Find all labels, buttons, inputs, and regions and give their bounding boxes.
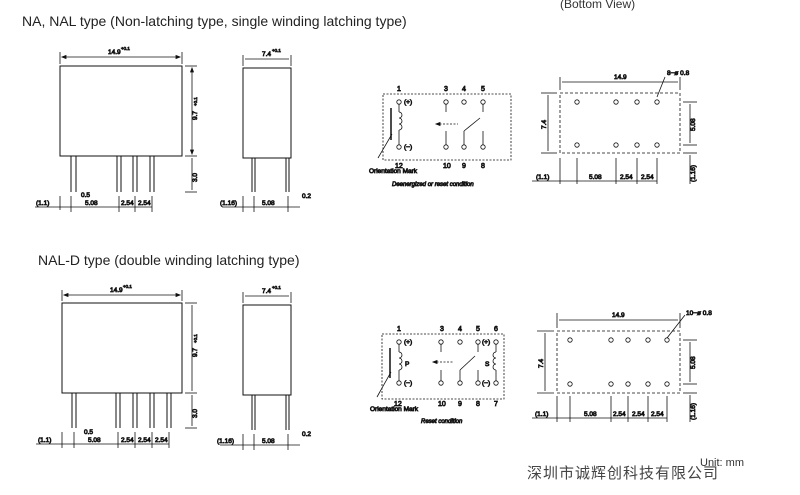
front-pitch-b-bot: 2.54 bbox=[121, 437, 134, 444]
front-view-top: 14.9 +0.1 9.7 +0.1 3.0 (1.1) 0.5 5.08 2.… bbox=[35, 46, 199, 212]
side-pint-bot: 0.2 bbox=[302, 431, 311, 438]
bottom-view-label: (Bottom View) bbox=[560, 0, 636, 11]
pin2-top-4: 4 bbox=[458, 326, 462, 333]
bv-spacing-bot: 5.08 bbox=[690, 356, 697, 369]
schematic-top: 1 3 4 5 12 10 9 8 (+) (−) Orientation Ma… bbox=[369, 86, 512, 188]
minus-left-bot: (−) bbox=[404, 380, 412, 387]
side-offset-bot: (1.16) bbox=[217, 438, 234, 445]
bv-pitch-a-bot: 5.08 bbox=[584, 411, 597, 418]
side-width-top: 7.4 bbox=[262, 51, 271, 58]
bv-pitch-c-top: 2.54 bbox=[641, 174, 654, 181]
caption-bot: Reset condition bbox=[421, 419, 463, 425]
plus-right-bot: (+) bbox=[482, 339, 490, 346]
minus-right-bot: (−) bbox=[482, 380, 490, 387]
orientation-mark-top: Orientation Mark bbox=[369, 168, 418, 175]
side-pint-top: 0.2 bbox=[302, 193, 311, 200]
side-offset-top: (1.16) bbox=[220, 200, 237, 207]
pin2-top-6: 6 bbox=[494, 326, 498, 333]
side-width-tol-bot: +0.1 bbox=[272, 285, 281, 290]
side-view-bottom: 7.4 +0.1 (1.16) 5.08 0.2 bbox=[217, 285, 312, 450]
pin2-bot-8: 8 bbox=[476, 401, 480, 408]
bv-height-top: 7.4 bbox=[541, 120, 548, 129]
bv-width-bot: 14.9 bbox=[612, 312, 625, 319]
bv-height-bot: 7.4 bbox=[538, 359, 545, 368]
title-top: NA, NAL type (Non-latching type, single … bbox=[22, 13, 407, 29]
pin2-bot-9: 9 bbox=[458, 401, 462, 408]
front-offset-top: (1.1) bbox=[36, 200, 49, 207]
bottom-view-bottom: 14.9 10−ø 0.8 7.4 5.08 (1.1) 5.08 2.54 2… bbox=[532, 310, 713, 422]
front-height-tol-top: +0.1 bbox=[193, 97, 198, 106]
pin2-bot-7: 7 bbox=[494, 401, 498, 408]
pin2-top-5: 5 bbox=[476, 326, 480, 333]
bv-pitch-b-bot: 2.54 bbox=[613, 411, 626, 418]
side-width-bot: 7.4 bbox=[262, 288, 271, 295]
pin2-bot-12: 12 bbox=[394, 401, 402, 408]
bv-pitch-c-bot: 2.54 bbox=[632, 411, 645, 418]
front-width-tol-top: +0.1 bbox=[121, 46, 130, 51]
bv-pitch-d-bot: 2.54 bbox=[651, 411, 664, 418]
pin-bot-12: 12 bbox=[395, 163, 403, 170]
front-width-top: 14.9 bbox=[108, 49, 121, 56]
front-height-top: 9.7 bbox=[192, 111, 199, 120]
pin-bot-10: 10 bbox=[443, 163, 451, 170]
front-pinlen-bot: 3.0 bbox=[192, 409, 199, 418]
bv-pitch-a-top: 5.08 bbox=[589, 174, 602, 181]
coil-p-bot: P bbox=[405, 361, 409, 368]
front-view-bottom: 14.9 +0.1 9.7 +0.1 3.0 (1.1) 0.5 5.08 2.… bbox=[36, 284, 199, 448]
front-pinlen-top: 3.0 bbox=[192, 173, 199, 182]
front-pinw-bot: 0.5 bbox=[84, 429, 93, 436]
plus-left-bot: (+) bbox=[404, 339, 412, 346]
orientation-mark-bot: Orientation Mark bbox=[370, 406, 419, 413]
watermark-text: 深圳市诚辉创科技有限公司 bbox=[527, 464, 720, 482]
pin2-top-3: 3 bbox=[440, 326, 444, 333]
front-height-tol-bot: +0.1 bbox=[193, 334, 198, 343]
unit-label: Unit: mm bbox=[700, 457, 744, 469]
front-height-bot: 9.7 bbox=[192, 348, 199, 357]
schematic-bottom: 1 3 4 5 6 12 10 9 8 7 (+) (−) (+) (−) P … bbox=[370, 326, 505, 425]
side-pitch-bot: 5.08 bbox=[262, 438, 275, 445]
pin-top-5: 5 bbox=[481, 86, 485, 93]
front-pitch-a-top: 5.08 bbox=[85, 200, 98, 207]
bv-holes-top: 8−ø 0.8 bbox=[667, 70, 690, 77]
bv-pitch-b-top: 2.54 bbox=[620, 174, 633, 181]
front-pitch-c-top: 2.54 bbox=[138, 200, 151, 207]
side-view-top: 7.4 +0.1 (1.16) 5.08 0.2 bbox=[220, 48, 312, 212]
front-width-bot: 14.9 bbox=[110, 287, 123, 294]
bv-spacing-top: 5.08 bbox=[690, 118, 697, 131]
side-pitch-top: 5.08 bbox=[262, 200, 275, 207]
title-bottom: NAL-D type (double winding latching type… bbox=[38, 252, 300, 268]
minus-top: (−) bbox=[404, 144, 412, 151]
front-pinw-top: 0.5 bbox=[81, 192, 90, 199]
coil-s-bot: S bbox=[485, 361, 490, 368]
front-pitch-a-bot: 5.08 bbox=[88, 437, 101, 444]
bv-width-top: 14.9 bbox=[614, 74, 627, 81]
bv-offset-bot: (1.1) bbox=[535, 411, 548, 418]
front-offset-bot: (1.1) bbox=[38, 437, 51, 444]
pin-bot-8: 8 bbox=[481, 163, 485, 170]
pin-bot-9: 9 bbox=[462, 163, 466, 170]
front-pitch-d-bot: 2.54 bbox=[155, 437, 168, 444]
pin-top-4: 4 bbox=[462, 86, 466, 93]
caption-top: Deenergized or reset condition bbox=[392, 182, 474, 188]
bv-offset-top: (1.1) bbox=[536, 174, 549, 181]
pin2-bot-10: 10 bbox=[438, 401, 446, 408]
bottom-view-top: 14.9 8−ø 0.8 7.4 5.08 (1.1) 5.08 2.54 2.… bbox=[532, 70, 697, 184]
plus-top: (+) bbox=[404, 99, 412, 106]
side-width-tol-top: +0.1 bbox=[272, 48, 281, 53]
front-pitch-b-top: 2.54 bbox=[121, 200, 134, 207]
pin-top-3: 3 bbox=[444, 86, 448, 93]
bv-holes-bot: 10−ø 0.8 bbox=[686, 310, 712, 317]
front-pitch-c-bot: 2.54 bbox=[138, 437, 151, 444]
bv-offset-side-top: (1.16) bbox=[690, 165, 697, 182]
pin2-top-1: 1 bbox=[397, 326, 401, 333]
bv-offset-side-bot: (1.16) bbox=[690, 403, 697, 420]
pin-top-1: 1 bbox=[397, 86, 401, 93]
front-width-tol-bot: +0.1 bbox=[123, 284, 132, 289]
